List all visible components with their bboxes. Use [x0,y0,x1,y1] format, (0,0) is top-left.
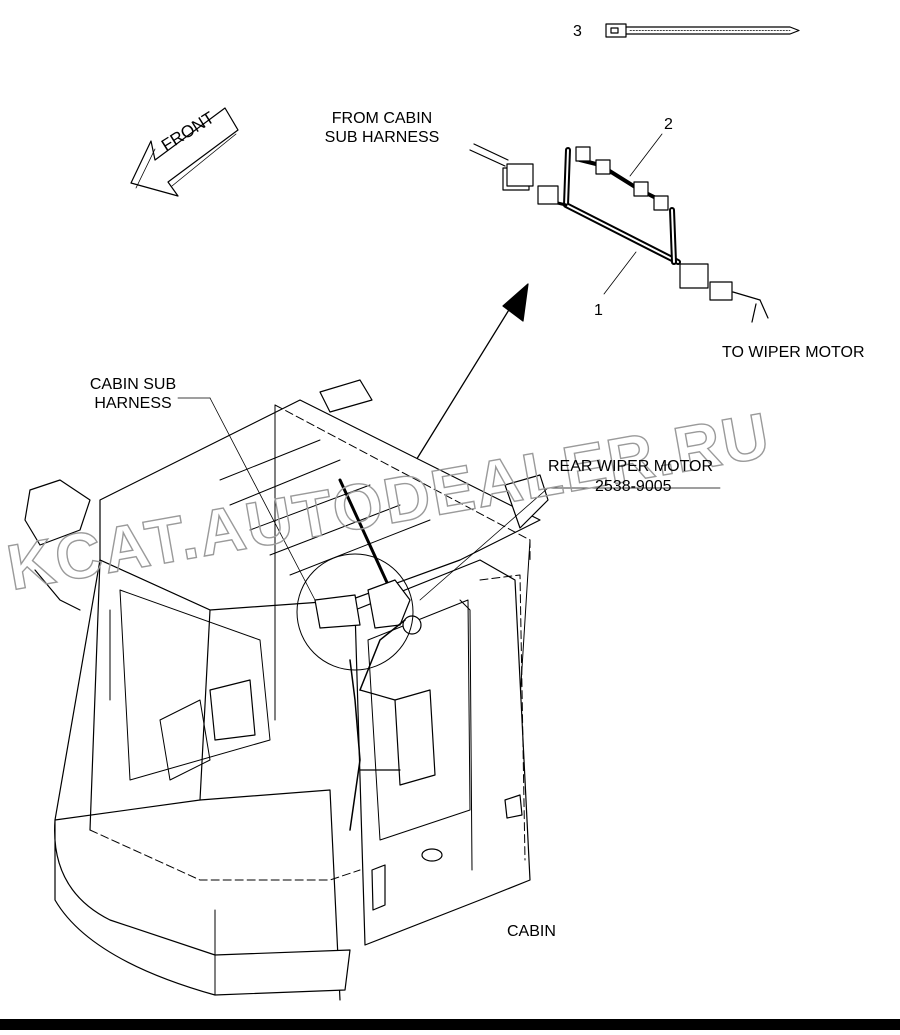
item-number-3: 3 [573,23,582,40]
front-arrow [130,107,239,197]
bottom-border [0,1019,900,1030]
item-number-1: 1 [594,302,603,319]
rear-wiper-motor-label: REAR WIPER MOTOR [548,458,714,475]
cable-tie-part [605,23,800,38]
from-cabin-sub-harness-label: FROM CABIN SUB HARNESS [324,110,440,146]
cabin-drawing [24,379,721,1001]
to-wiper-motor-label: TO WIPER MOTOR [722,344,865,361]
detail-pointer-arrow [409,283,529,471]
item-number-2: 2 [664,116,673,133]
wiper-harness-part [469,133,769,323]
cabin-sub-harness-label: CABIN SUB HARNESS [89,376,177,412]
part-number-label: 2538-9005 [595,478,672,495]
cabin-label: CABIN [507,923,556,940]
